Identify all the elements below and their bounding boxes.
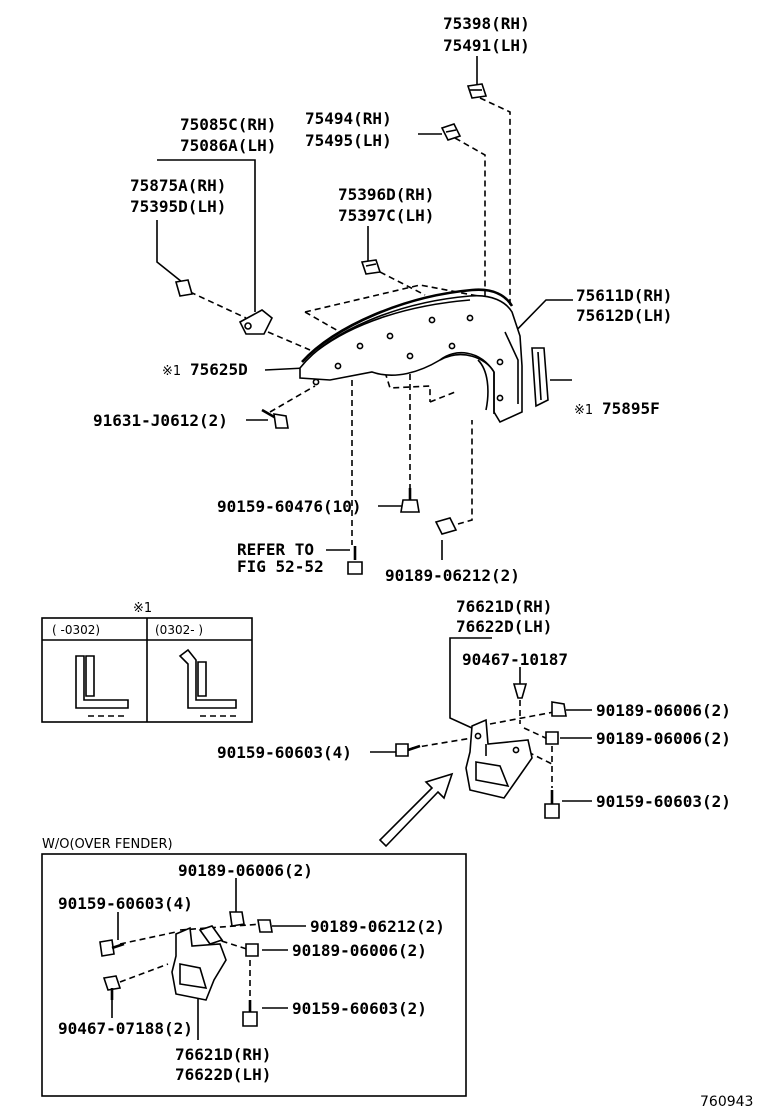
mudguard-fasteners: [395, 683, 567, 819]
clip-75396d: [360, 259, 382, 275]
clip-75875a: [174, 279, 194, 297]
label-90189-06006-a: 90189-06006(2): [596, 701, 731, 720]
clip-90189-06212: [434, 517, 458, 535]
mudguard-76621d: [465, 718, 533, 799]
bolt-90159-60476: [400, 488, 420, 513]
label-90189-06212: 90189-06212(2): [385, 566, 520, 585]
legend-col2-header: (0302- ): [155, 623, 203, 637]
label-76621d: 76621D(RH): [456, 597, 552, 616]
inset-label-76622d: 76622D(LH): [175, 1065, 271, 1084]
mudguard-leaders: [370, 637, 592, 802]
label-75396d: 75396D(RH): [338, 185, 434, 204]
label-90159-60476: 90159-60476(10): [217, 497, 362, 516]
label-91631: 91631-J0612(2): [93, 411, 228, 430]
screw-91631: [261, 408, 289, 429]
seal-75895f: [531, 347, 549, 408]
legend-mark: ※1: [133, 601, 152, 616]
label-75495: 75495(LH): [305, 131, 392, 150]
label-75625d: 75625D: [190, 360, 248, 379]
label-75895f: 75895F: [602, 399, 660, 418]
label-refer-1: REFER TO: [237, 540, 314, 559]
inset-title: W/O(OVER FENDER): [42, 837, 173, 852]
label-75611d: 75611D(RH): [576, 286, 672, 305]
bolt-refer: [347, 546, 363, 575]
label-90159-60603-2: 90159-60603(2): [596, 792, 731, 811]
inset-label-76621d: 76621D(RH): [175, 1045, 271, 1064]
label-75875a: 75875A(RH): [130, 176, 226, 195]
fender-assembly: [299, 284, 523, 424]
label-90159-60603-4: 90159-60603(4): [217, 743, 352, 762]
label-75086a: 75086A(LH): [180, 136, 276, 155]
label-75494: 75494(RH): [305, 109, 392, 128]
legend-col1-header: ( -0302): [52, 623, 100, 637]
label-75491: 75491(LH): [443, 36, 530, 55]
legend-table: ※1 ( -0302) (0302- ): [41, 601, 253, 723]
label-refer-2: FIG 52-52: [237, 557, 324, 576]
inset-without-over-fender: W/O(OVER FENDER): [41, 837, 467, 1097]
label-molding-mark: ※1: [162, 364, 181, 379]
inset-label-90467-07188: 90467-07188(2): [58, 1019, 193, 1038]
label-76622d: 76622D(LH): [456, 617, 552, 636]
arrow-indicator: [378, 772, 454, 848]
label-75398: 75398(RH): [443, 14, 530, 33]
label-75397c: 75397C(LH): [338, 206, 434, 225]
label-seal-mark: ※1: [574, 403, 593, 418]
inset-label-90159-60603-4: 90159-60603(4): [58, 894, 193, 913]
label-90467-10187: 90467-10187: [462, 650, 568, 669]
bracket-75085c: [238, 309, 274, 335]
inset-label-90189-06212: 90189-06212(2): [310, 917, 445, 936]
clip-75494: [440, 123, 462, 141]
figure-number: 760943: [700, 1094, 753, 1110]
clip-75398: [466, 83, 488, 99]
inset-label-90159-60603-2: 90159-60603(2): [292, 999, 427, 1018]
label-75612d: 75612D(LH): [576, 306, 672, 325]
leader-lines: [156, 56, 573, 560]
label-75395d: 75395D(LH): [130, 197, 226, 216]
inset-label-90189-06006-b: 90189-06006(2): [292, 941, 427, 960]
label-75085c: 75085C(RH): [180, 115, 276, 134]
label-90189-06006-b: 90189-06006(2): [596, 729, 731, 748]
inset-label-90189-06006-a: 90189-06006(2): [178, 861, 313, 880]
